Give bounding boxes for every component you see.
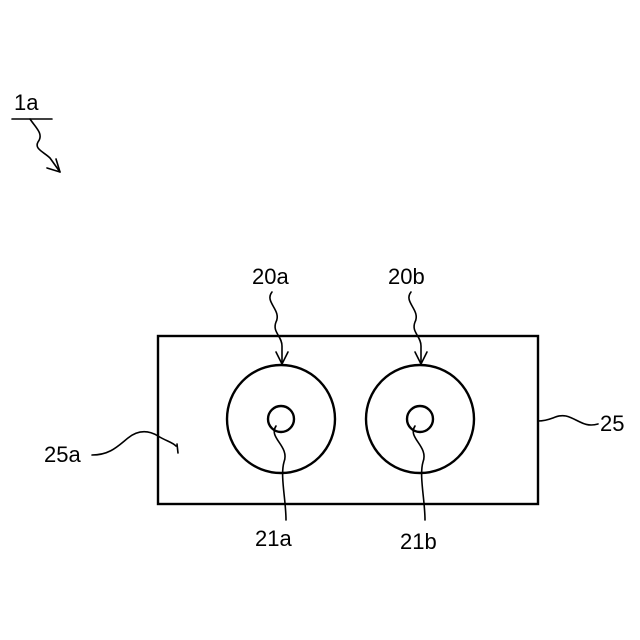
- inner-circle-21a: [268, 406, 294, 432]
- leader-25a: [92, 432, 176, 455]
- label-21a: 21a: [255, 526, 292, 551]
- outer-circle-20a: [227, 365, 335, 473]
- leader-25a-tip: [177, 444, 178, 453]
- label-1a: 1a: [14, 90, 39, 115]
- label-25a: 25a: [44, 442, 81, 467]
- leader-25: [538, 416, 598, 425]
- label-20b: 20b: [388, 264, 425, 289]
- leader-arrow-1a: [30, 119, 60, 172]
- label-21b: 21b: [400, 529, 437, 554]
- label-25: 25: [600, 411, 624, 436]
- inner-circle-21b: [407, 406, 433, 432]
- outer-circle-20b: [366, 365, 474, 473]
- body-rectangle: [158, 336, 538, 504]
- label-20a: 20a: [252, 264, 289, 289]
